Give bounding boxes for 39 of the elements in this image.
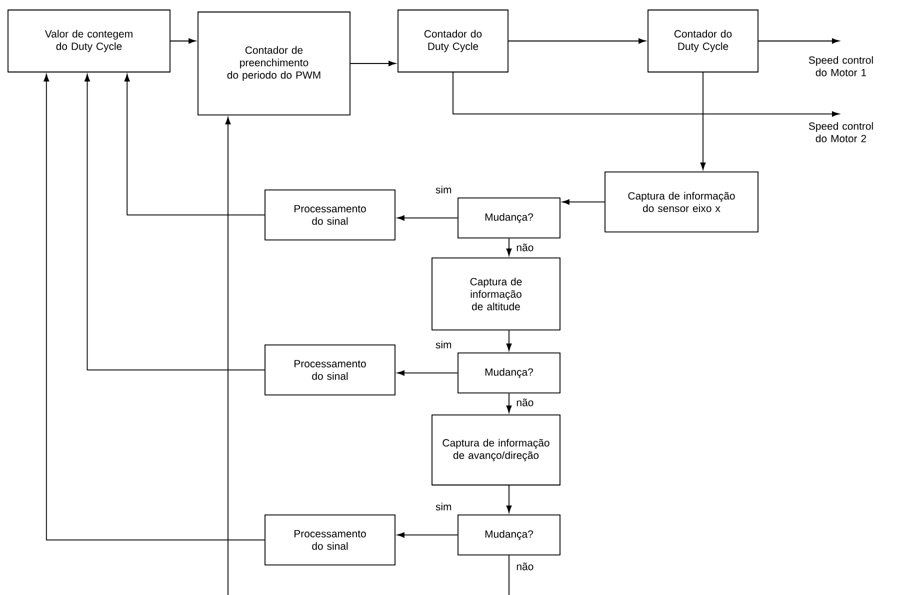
arrow (225, 117, 231, 595)
arrow (170, 38, 196, 44)
process-box: Captura de informação do sensor eixo x (604, 172, 758, 232)
arrow (506, 484, 512, 513)
output-label: Speed control do Motor 1 (808, 56, 873, 76)
process-box: Valor de contegem do Duty Cycle (8, 10, 170, 72)
edge-label: não (515, 562, 535, 572)
decision-box: Mudança? (458, 198, 560, 238)
arrow (508, 38, 646, 44)
arrow (44, 74, 265, 540)
decision-box: Mudança? (458, 514, 560, 556)
arrow (397, 370, 458, 376)
output-label: Speed control do Motor 2 (808, 122, 873, 142)
edge-label: sim (434, 184, 453, 194)
process-box: Contador do Duty Cycle (648, 10, 758, 72)
process-box: Processamento do sinal (264, 190, 396, 240)
process-box: Contador de preenchimento do periodo do PWM (198, 12, 350, 116)
process-box: Captura de informação de altitude (432, 258, 560, 330)
arrow (84, 74, 265, 370)
arrow (350, 60, 396, 66)
edge-label: sim (434, 502, 453, 512)
arrow (397, 532, 458, 538)
arrow (397, 215, 458, 221)
edge-label: não (515, 398, 535, 408)
arrow (124, 74, 265, 216)
process-box: Processamento do sinal (264, 514, 396, 566)
arrow (700, 72, 706, 170)
arrow (562, 199, 605, 205)
arrow (506, 238, 512, 256)
edge-label: não (515, 242, 535, 252)
process-box: Processamento do sinal (264, 344, 396, 396)
arrow (758, 38, 840, 44)
edge-label: sim (434, 340, 453, 350)
arrow (506, 330, 512, 351)
arrow (452, 72, 840, 117)
decision-box: Mudança? (458, 352, 560, 394)
process-box: Captura de informação de avanço/direção (432, 414, 560, 486)
process-box: Contador do Duty Cycle (398, 10, 508, 72)
arrow (506, 393, 512, 413)
